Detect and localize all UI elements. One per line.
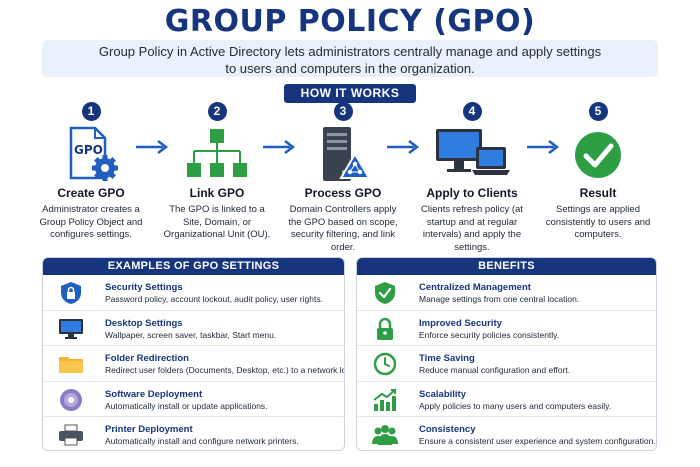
step-apply-to-clients: 4 Apply to Clients Clients refresh polic… — [410, 102, 534, 254]
list-item: Time Saving Reduce manual configuration … — [357, 346, 656, 382]
item-title: Improved Security — [419, 317, 502, 329]
item-title: Time Saving — [419, 353, 475, 364]
clock-icon — [371, 352, 399, 376]
step-process-gpo: 3 Process GPO Domain Controllers apply t… — [281, 102, 405, 254]
step-title: Create GPO — [57, 186, 125, 200]
item-title: Centralized Management — [419, 282, 531, 293]
item-description: Password policy, account lockout, audit … — [105, 294, 323, 304]
folder-icon — [57, 352, 85, 376]
arrow-right-icon — [263, 140, 296, 154]
arrow-right-icon — [136, 140, 169, 154]
examples-header: EXAMPLES OF GPO SETTINGS — [43, 258, 344, 275]
step-link-gpo: 2 Link GPO The GPO is linked to a Site, … — [155, 102, 279, 242]
item-description: Enforce security policies consistently. — [419, 329, 560, 340]
item-description: Redirect user folders (Documents, Deskto… — [105, 365, 345, 375]
step-description: Administrator creates a Group Policy Obj… — [39, 204, 143, 240]
intro-line-1: Group Policy in Active Directory lets ad… — [98, 44, 602, 59]
monitor-laptop-icon — [410, 126, 534, 184]
printer-icon — [57, 423, 85, 447]
benefits-header: BENEFITS — [357, 258, 656, 275]
step-number: 3 — [333, 102, 353, 121]
list-item: Printer Deployment Automatically install… — [43, 417, 344, 450]
step-title: Process GPO — [304, 186, 382, 200]
list-item: Folder Redirection Redirect user folders… — [43, 346, 344, 382]
step-number: 2 — [207, 102, 227, 121]
how-it-works-label: HOW IT WORKS — [284, 84, 416, 103]
list-item: Security Settings Password policy, accou… — [43, 275, 344, 311]
step-number: 5 — [588, 102, 608, 121]
shield-check-icon — [371, 281, 399, 305]
examples-panel: EXAMPLES OF GPO SETTINGS Security Settin… — [42, 257, 345, 451]
list-item: Centralized Management Manage settings f… — [357, 275, 656, 311]
list-item: Scalability Apply policies to many users… — [357, 382, 656, 417]
intro-line-2: to users and computers in the organizati… — [225, 61, 475, 76]
lock-shield-icon — [57, 281, 85, 305]
item-title: Consistency — [419, 424, 476, 435]
step-description: Settings are applied consistently to use… — [545, 204, 651, 240]
step-create-gpo: 1 GPO Create GPO Administrator creates a… — [29, 102, 153, 242]
desktop-icon — [57, 317, 85, 341]
step-title: Link GPO — [189, 186, 245, 200]
item-description: Reduce manual configuration and effort. — [419, 365, 571, 375]
check-circle-icon — [536, 126, 660, 184]
disc-icon — [57, 388, 85, 412]
item-title: Desktop Settings — [105, 317, 183, 329]
benefits-panel: BENEFITS Centralized Management Manage s… — [356, 257, 657, 451]
item-title: Printer Deployment — [105, 424, 193, 435]
item-description: Manage settings from one central locatio… — [419, 294, 580, 304]
step-number: 4 — [462, 102, 482, 121]
step-description: The GPO is linked to a Site, Domain, or … — [163, 204, 271, 240]
arrow-right-icon — [527, 140, 560, 154]
item-description: Automatically install and configure netw… — [105, 436, 299, 446]
list-item: Consistency Ensure a consistent user exp… — [357, 417, 656, 450]
list-item: Improved Security Enforce security polic… — [357, 311, 656, 346]
server-icon — [281, 126, 405, 184]
gpo-icon-text: GPO — [74, 143, 103, 157]
item-title: Folder Redirection — [105, 353, 189, 364]
arrow-right-icon — [387, 140, 420, 154]
step-result: 5 Result Settings are applied consistent… — [536, 102, 660, 242]
item-description: Automatically install or update applicat… — [105, 400, 268, 411]
item-description: Apply policies to many users and compute… — [419, 400, 612, 411]
item-title: Security Settings — [105, 282, 183, 293]
page-title: GROUP POLICY (GPO) — [164, 4, 536, 39]
step-number: 1 — [81, 102, 101, 121]
people-group-icon — [371, 423, 399, 447]
step-title: Apply to Clients — [426, 186, 518, 200]
step-description: Domain Controllers apply the GPO based o… — [288, 204, 398, 253]
list-item: Software Deployment Automatically instal… — [43, 382, 344, 417]
step-title: Result — [579, 186, 617, 200]
intro-box: Group Policy in Active Directory lets ad… — [42, 40, 658, 77]
item-description: Ensure a consistent user experience and … — [419, 436, 656, 446]
item-title: Software Deployment — [105, 388, 203, 400]
gpo-document-gear-icon: GPO — [29, 126, 153, 184]
growth-chart-icon — [371, 388, 399, 412]
item-description: Wallpaper, screen saver, taskbar, Start … — [105, 329, 277, 340]
list-item: Desktop Settings Wallpaper, screen saver… — [43, 311, 344, 346]
hierarchy-icon — [155, 126, 279, 184]
step-description: Clients refresh policy (at startup and a… — [421, 204, 523, 253]
item-title: Scalability — [419, 388, 466, 400]
padlock-icon — [371, 317, 399, 341]
